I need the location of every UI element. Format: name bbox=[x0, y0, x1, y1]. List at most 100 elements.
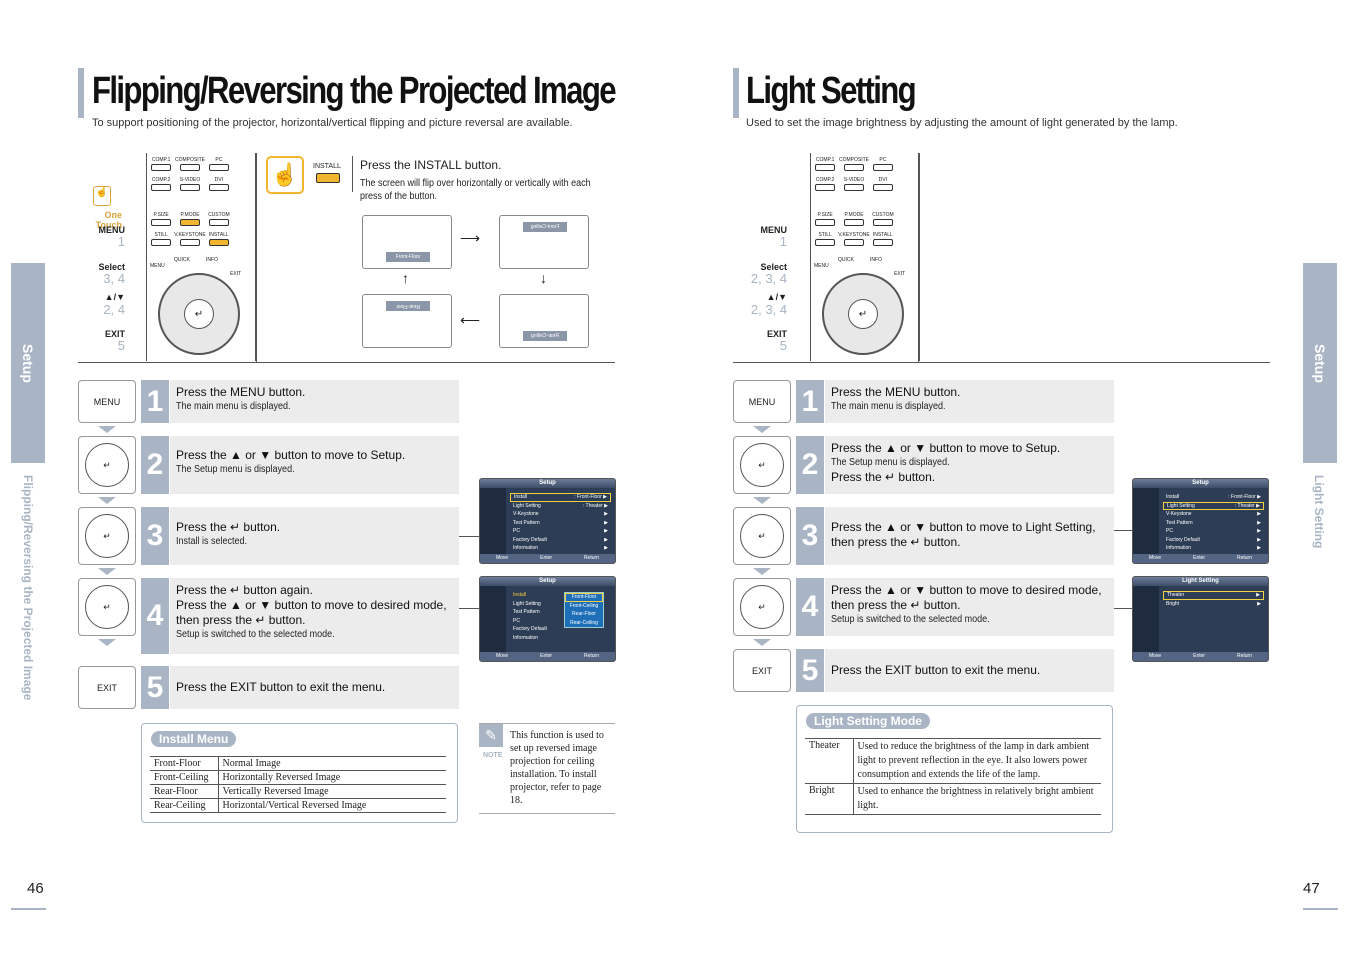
remote-label-menu: MENU bbox=[98, 225, 126, 235]
install-button[interactable] bbox=[316, 173, 340, 183]
osd-row[interactable]: PC▶ bbox=[1166, 528, 1261, 534]
osd-row[interactable]: Light Setting: Theater ▶ bbox=[1163, 501, 1264, 510]
remote-dpad[interactable]: ↵ bbox=[822, 273, 904, 355]
page-subtitle-left: To support positioning of the projector,… bbox=[92, 117, 573, 129]
remote-key-quick[interactable]: QUICK bbox=[174, 257, 190, 263]
remote-key-menu[interactable]: MENU bbox=[814, 263, 829, 269]
osd-row[interactable]: PC▶ bbox=[513, 528, 608, 534]
osd-row[interactable]: Information▶ bbox=[513, 545, 608, 551]
step-arrow-icon bbox=[98, 426, 116, 433]
remote-key[interactable]: P.MODE bbox=[838, 212, 869, 229]
step-number: 1 bbox=[141, 380, 169, 423]
step-2: Press the ▲ or ▼ button to move to Setup… bbox=[170, 436, 459, 494]
osd-row[interactable]: Test Pattern bbox=[513, 609, 540, 615]
step-number: 1 bbox=[796, 380, 824, 423]
step-arrow-icon bbox=[753, 497, 771, 504]
remote-key[interactable]: V.KEYSTONE bbox=[838, 232, 870, 249]
remote-key[interactable]: COMP.2 bbox=[150, 177, 172, 194]
osd-row[interactable]: Test Pattern▶ bbox=[1166, 519, 1261, 526]
remote-key-install[interactable]: INSTALL bbox=[208, 232, 230, 249]
title-accent-bar bbox=[733, 68, 739, 118]
remote-key[interactable]: P.SIZE bbox=[814, 212, 836, 229]
side-tab-left: Setup bbox=[11, 263, 45, 463]
remote-key-exit[interactable]: EXIT bbox=[894, 271, 906, 277]
remote-key[interactable]: S-VIDEO bbox=[174, 177, 205, 194]
remote-key[interactable]: COMPOSITE bbox=[838, 157, 869, 174]
osd-row[interactable]: Install bbox=[513, 592, 527, 598]
remote-key[interactable]: P.MODE bbox=[174, 212, 205, 229]
remote-key[interactable]: COMP.1 bbox=[814, 157, 836, 174]
step-arrow-icon bbox=[98, 639, 116, 646]
osd-row[interactable]: PC bbox=[513, 617, 520, 624]
remote-key[interactable]: COMP.1 bbox=[150, 157, 172, 174]
osd-row[interactable]: Theater▶ bbox=[1163, 591, 1264, 600]
menu-button-icon: MENU bbox=[78, 380, 136, 423]
osd-row[interactable]: Information▶ bbox=[1166, 545, 1261, 551]
screen-front-ceiling: Front-Ceiling bbox=[499, 215, 589, 269]
remote-key[interactable]: V.KEYSTONE bbox=[174, 232, 206, 249]
remote-key[interactable]: DVI bbox=[208, 177, 230, 194]
remote-key[interactable]: CUSTOM bbox=[208, 212, 230, 229]
step-2: Press the ▲ or ▼ button to move to Setup… bbox=[825, 436, 1114, 494]
remote-key-info[interactable]: INFO bbox=[206, 257, 218, 263]
step-5: Press the EXIT button to exit the menu. bbox=[170, 666, 459, 709]
osd-option[interactable]: Rear-Floor bbox=[572, 611, 596, 617]
osd-row[interactable]: V-Keystone▶ bbox=[513, 511, 608, 517]
remote-key-exit[interactable]: EXIT bbox=[230, 271, 242, 277]
remote-key[interactable]: COMP.2 bbox=[814, 177, 836, 194]
osd-option[interactable]: Front-Ceiling bbox=[569, 602, 599, 609]
hand-icon: ☝ bbox=[93, 186, 111, 206]
enter-icon[interactable]: ↵ bbox=[848, 299, 878, 329]
osd-row[interactable]: Install: Front-Floor ▶ bbox=[1166, 494, 1261, 500]
remote-key-menu[interactable]: MENU bbox=[150, 263, 165, 269]
osd-option[interactable]: Front-Floor bbox=[565, 593, 603, 602]
osd-option[interactable]: Rear-Ceiling bbox=[570, 619, 598, 626]
osd-row[interactable]: Light Setting bbox=[513, 600, 541, 607]
remote-key[interactable]: STILL bbox=[814, 232, 836, 249]
osd-row[interactable]: Factory Default▶ bbox=[513, 536, 608, 543]
step-number: 2 bbox=[141, 436, 169, 494]
enter-icon[interactable]: ↵ bbox=[184, 299, 214, 329]
osd-row[interactable]: Bright▶ bbox=[1166, 600, 1261, 607]
remote-key[interactable]: STILL bbox=[150, 232, 172, 249]
remote-key[interactable]: P.SIZE bbox=[150, 212, 172, 229]
step-4: Press the ▲ or ▼ button to move to desir… bbox=[825, 578, 1114, 636]
light-setting-mode-tag: Light Setting Mode bbox=[806, 713, 930, 729]
remote-key[interactable]: COMPOSITE bbox=[174, 157, 205, 174]
osd-row[interactable]: Factory Default▶ bbox=[1166, 536, 1261, 543]
osd-setup-menu: Setup Install: Front-Floor ▶ Light Setti… bbox=[479, 478, 616, 564]
page-title-right: Light Setting bbox=[746, 70, 917, 112]
menu-button-icon: MENU bbox=[733, 380, 791, 423]
remote-key[interactable]: CUSTOM bbox=[872, 212, 894, 229]
osd-row[interactable]: Information bbox=[513, 634, 539, 641]
remote-key-install[interactable]: INSTALL bbox=[872, 232, 894, 249]
osd-row[interactable]: V-Keystone▶ bbox=[1166, 511, 1261, 517]
remote-key[interactable]: PC bbox=[872, 157, 894, 174]
dpad-icon: ↵ bbox=[78, 507, 136, 565]
remote-control-left: COMP.1 COMPOSITE PC COMP.2 S-VIDEO DVI P… bbox=[146, 153, 256, 361]
remote-key[interactable]: DVI bbox=[872, 177, 894, 194]
remote-key-quick[interactable]: QUICK bbox=[838, 257, 854, 263]
osd-row[interactable]: Install: Front-Floor ▶ bbox=[510, 493, 611, 502]
remote-dpad[interactable]: ↵ bbox=[158, 273, 240, 355]
page-subtitle-right: Used to set the image brightness by adju… bbox=[746, 117, 1178, 129]
note-label: NOTE bbox=[483, 752, 503, 759]
step-1: Press the MENU button. The main menu is … bbox=[825, 380, 1114, 423]
screen-rear-ceiling: Rear-Ceiling bbox=[499, 294, 589, 348]
dpad-icon: ↵ bbox=[78, 436, 136, 494]
step-number: 2 bbox=[796, 436, 824, 494]
remote-key[interactable]: PC bbox=[208, 157, 230, 174]
remote-key-info[interactable]: INFO bbox=[870, 257, 882, 263]
dpad-icon: ↵ bbox=[78, 578, 136, 636]
osd-row[interactable]: Test Pattern▶ bbox=[513, 519, 608, 526]
remote-key[interactable]: S-VIDEO bbox=[838, 177, 869, 194]
osd-row[interactable]: Light Setting: Theater ▶ bbox=[513, 502, 608, 509]
osd-row[interactable]: Factory Default bbox=[513, 626, 547, 632]
step-5: Press the EXIT button to exit the menu. bbox=[825, 649, 1114, 692]
